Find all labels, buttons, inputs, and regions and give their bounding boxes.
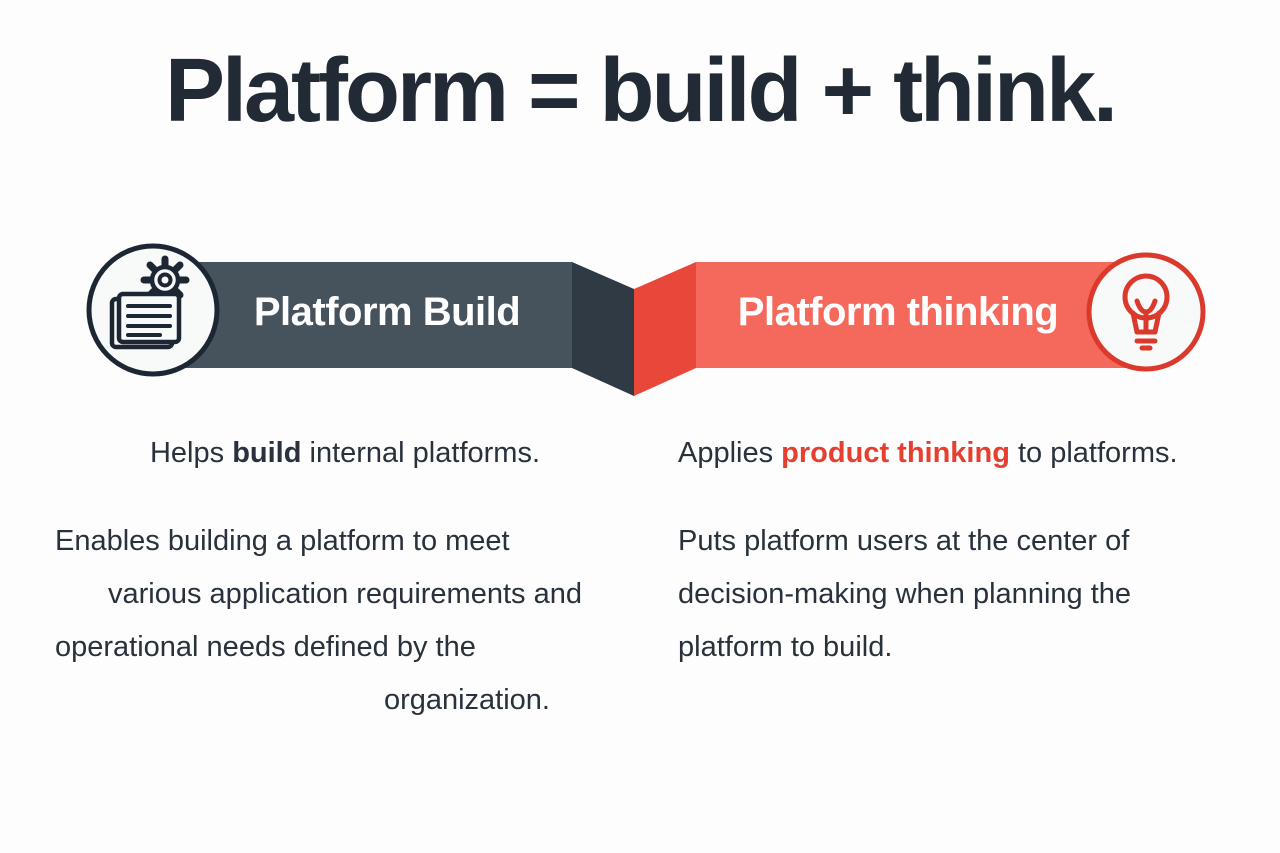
thinking-paragraph-line: Puts platform users at the center of	[678, 525, 1130, 557]
build-lead-emphasis: build	[232, 437, 302, 469]
thinking-lead-post: to platforms.	[1009, 437, 1178, 469]
banner-red-bar	[696, 262, 1150, 368]
thinking-lead-pre: Applies	[678, 437, 782, 469]
thinking-paragraph: Puts platform users at the center of dec…	[678, 515, 1253, 674]
build-lead-pre: Helps	[149, 437, 233, 469]
build-paragraph-line: organization.	[383, 684, 550, 716]
thinking-lead-emphasis: product thinking	[781, 437, 1010, 469]
column-platform-thinking: Applies product thinking to platforms. P…	[678, 427, 1253, 674]
lightbulb-glyph	[1122, 273, 1170, 351]
banner-label-platform-build: Platform Build	[253, 290, 521, 334]
build-lead-post: internal platforms.	[301, 437, 541, 469]
build-lead-line: Helps build internal platforms.	[55, 427, 635, 480]
banner-red-fold	[634, 262, 696, 396]
banner-dark-fold	[572, 262, 634, 396]
thinking-paragraph-line: decision-making when planning the	[678, 578, 1132, 610]
thinking-lead-line: Applies product thinking to platforms.	[678, 427, 1253, 480]
document-gear-icon	[86, 243, 220, 377]
build-paragraph-line: Enables building a platform to meet	[55, 525, 510, 557]
document-glyph	[109, 291, 182, 350]
build-paragraph-line: operational needs defined by the	[55, 631, 476, 663]
build-paragraph: Enables building a platform to meet vari…	[55, 515, 635, 727]
page-title: Platform = build + think.	[164, 41, 1118, 141]
column-platform-build: Helps build internal platforms. Enables …	[55, 427, 635, 727]
lightbulb-icon	[1086, 252, 1206, 372]
banner-label-platform-thinking: Platform thinking	[737, 290, 1059, 334]
thinking-paragraph-line: platform to build.	[678, 631, 893, 663]
build-paragraph-line: various application requirements and	[108, 578, 582, 610]
